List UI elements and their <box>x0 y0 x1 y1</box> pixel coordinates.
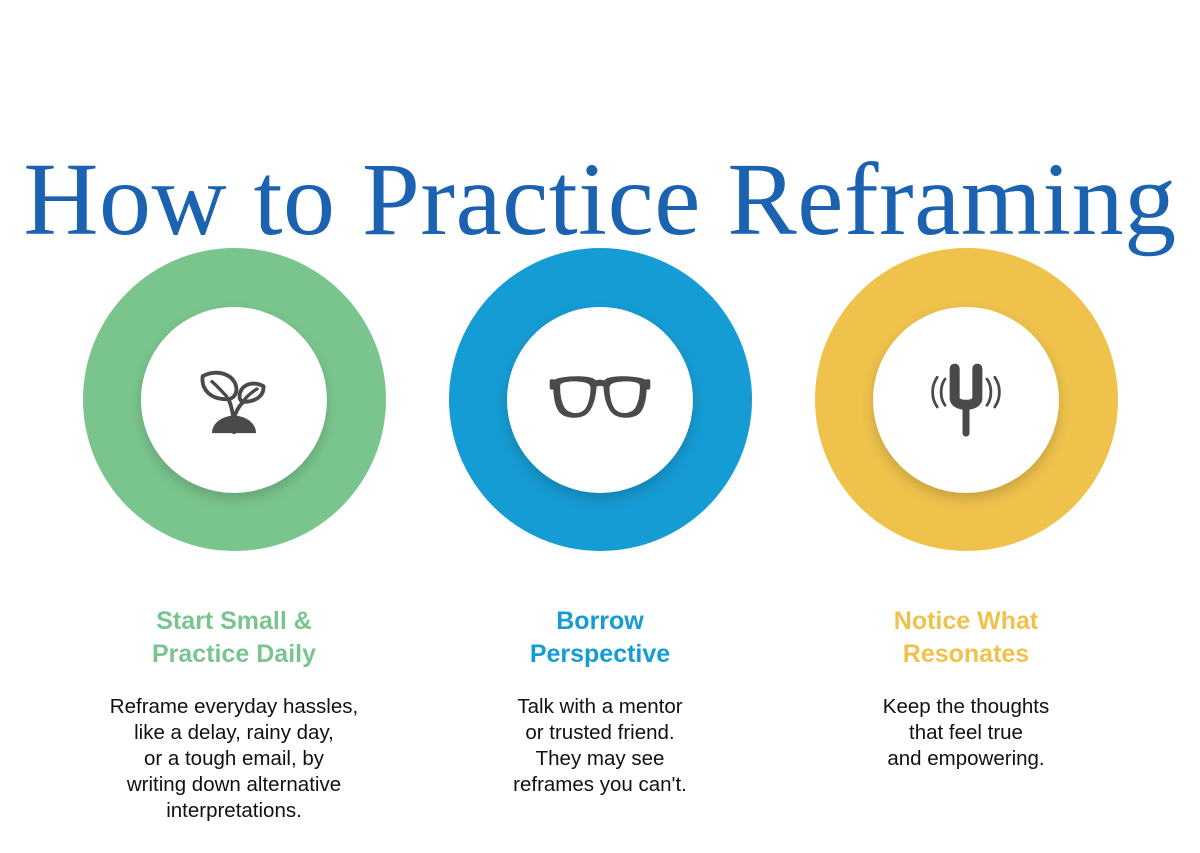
circle-inner-white <box>141 306 327 493</box>
circle-inner-white <box>873 306 1059 493</box>
card-heading: Borrow Perspective <box>529 607 671 669</box>
seedling-icon <box>179 345 289 455</box>
page-title: How to Practice Reframing <box>23 141 1177 257</box>
card-body: Reframe everyday hassles, like a delay, … <box>109 694 359 823</box>
card-heading: Start Small & Practice Daily <box>152 607 316 669</box>
eyeglasses-icon <box>545 345 655 455</box>
card-notice-what-resonates: Notice What Resonates Keep the thoughts … <box>783 248 1149 772</box>
card-borrow-perspective: Borrow Perspective Talk with a mentor or… <box>417 248 783 798</box>
circle-badge-blue <box>448 248 752 551</box>
cards-row: Start Small & Practice Daily Reframe eve… <box>0 248 1200 825</box>
card-start-small: Start Small & Practice Daily Reframe eve… <box>51 248 417 825</box>
card-body: Talk with a mentor or trusted friend. Th… <box>513 694 687 797</box>
tuning-fork-icon <box>911 345 1021 455</box>
circle-badge-yellow <box>814 248 1118 551</box>
card-body: Keep the thoughts that feel true and emp… <box>882 694 1050 770</box>
circle-badge-green <box>82 248 386 551</box>
card-heading: Notice What Resonates <box>893 607 1039 669</box>
circle-inner-white <box>507 306 693 493</box>
